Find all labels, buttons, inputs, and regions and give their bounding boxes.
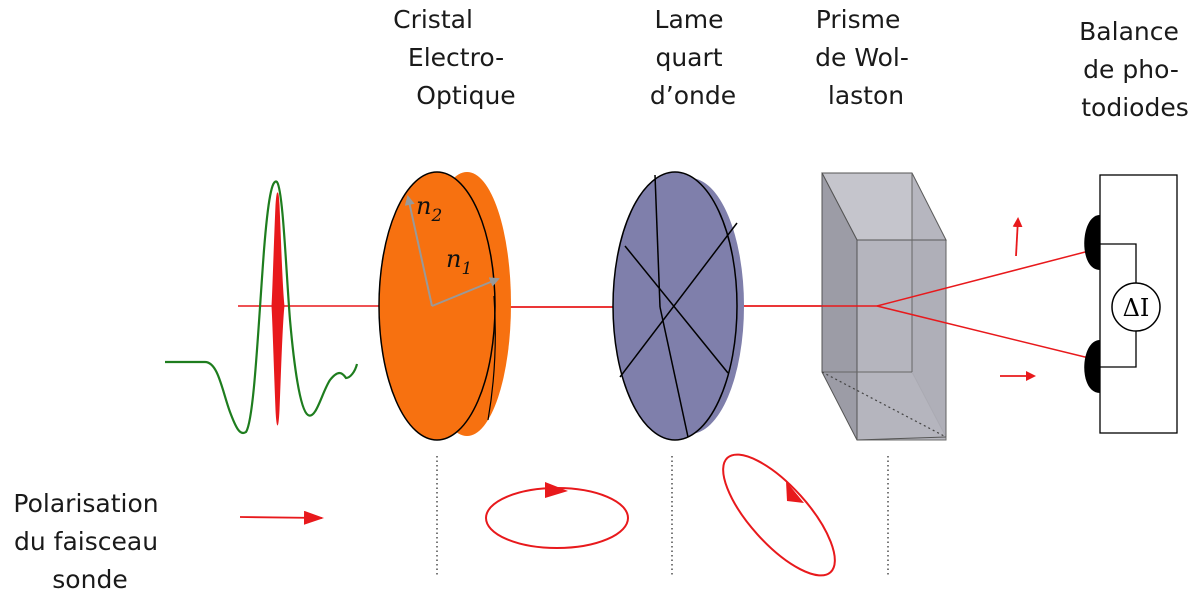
quarter-wave-axis-2 xyxy=(619,222,738,378)
detector-wire-bottom xyxy=(1100,331,1137,368)
linear-polarisation-arrow xyxy=(239,510,324,525)
quarter-wave-label: Lame quart d’onde xyxy=(650,5,736,110)
crystal-label: Cristal Electro- Optique xyxy=(393,5,516,110)
crystal-rim xyxy=(487,295,496,421)
n2-label: n2 xyxy=(416,192,442,226)
n1-label: n1 xyxy=(446,245,472,279)
thz-pulse-waveform xyxy=(165,180,359,435)
quarter-wave-axis-1 xyxy=(624,245,729,374)
wollaston-label: Prisme de Wol- laston xyxy=(815,5,917,110)
polarisation-arrow-vertical xyxy=(1012,217,1023,257)
split-beam-lower xyxy=(876,305,1090,359)
photodiode-top xyxy=(1084,215,1100,270)
quarter-wave-front-face xyxy=(612,171,738,441)
detector-wire-top xyxy=(1100,243,1137,283)
photodiodes-label: Balance de pho- todiodes xyxy=(1079,17,1189,122)
elliptical-polarisation-arrow xyxy=(545,482,568,498)
photodiode-bottom xyxy=(1084,340,1100,393)
rotated-elliptical-polarisation xyxy=(722,453,836,577)
wollaston-prism xyxy=(821,172,947,441)
n2-axis-arrow xyxy=(404,195,433,307)
delta-i-label: ΔI xyxy=(1123,294,1150,322)
differential-detector-circle xyxy=(1111,282,1161,332)
elliptical-polarisation xyxy=(485,487,629,549)
probe-pulse xyxy=(271,192,285,426)
quarter-wave-axis-3 xyxy=(654,174,661,308)
quarter-wave-axis-4 xyxy=(659,306,689,438)
rotated-elliptical-polarisation-arrow xyxy=(786,481,804,503)
n1-axis-arrow xyxy=(431,277,500,307)
split-beam-upper xyxy=(876,250,1090,307)
polarisation-label: Polarisation du faisceau sonde xyxy=(13,489,166,594)
